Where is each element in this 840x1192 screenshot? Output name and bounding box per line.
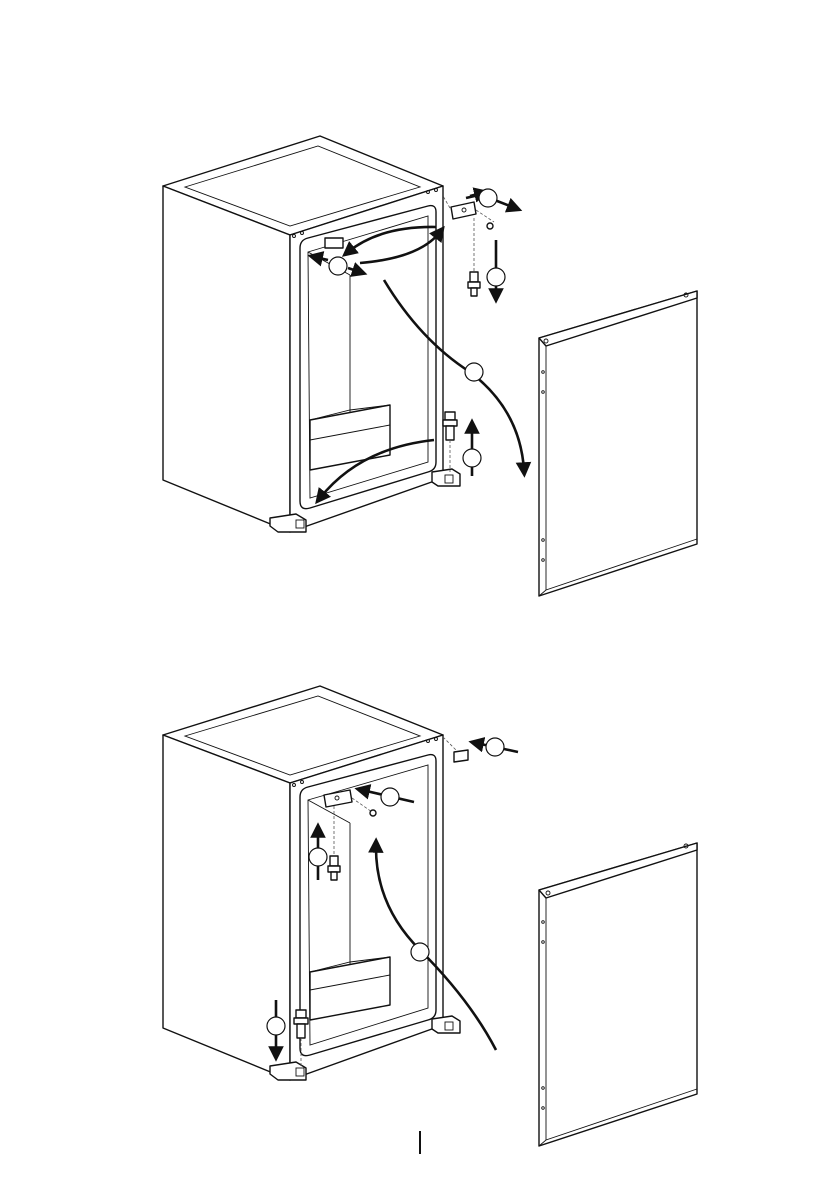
step-marker — [329, 257, 347, 275]
figure-2-door-refitting — [163, 686, 697, 1146]
cabinet-1 — [163, 136, 460, 532]
step-marker — [411, 943, 429, 961]
step-marker — [487, 268, 505, 286]
hinge-cover-2 — [443, 737, 468, 762]
cabinet-2 — [163, 686, 460, 1080]
step-marker — [381, 788, 399, 806]
step-marker — [463, 449, 481, 467]
step-marker — [486, 738, 504, 756]
step-marker — [309, 848, 327, 866]
figure-1-door-removal — [163, 136, 697, 596]
top-hinge-1 — [443, 196, 494, 296]
step-marker — [479, 189, 497, 207]
page-marker — [419, 1131, 421, 1154]
step-marker — [267, 1017, 285, 1035]
door-2 — [539, 843, 697, 1146]
door-1 — [539, 291, 697, 596]
bottom-hinge-1 — [443, 412, 457, 472]
step-marker — [465, 363, 483, 381]
